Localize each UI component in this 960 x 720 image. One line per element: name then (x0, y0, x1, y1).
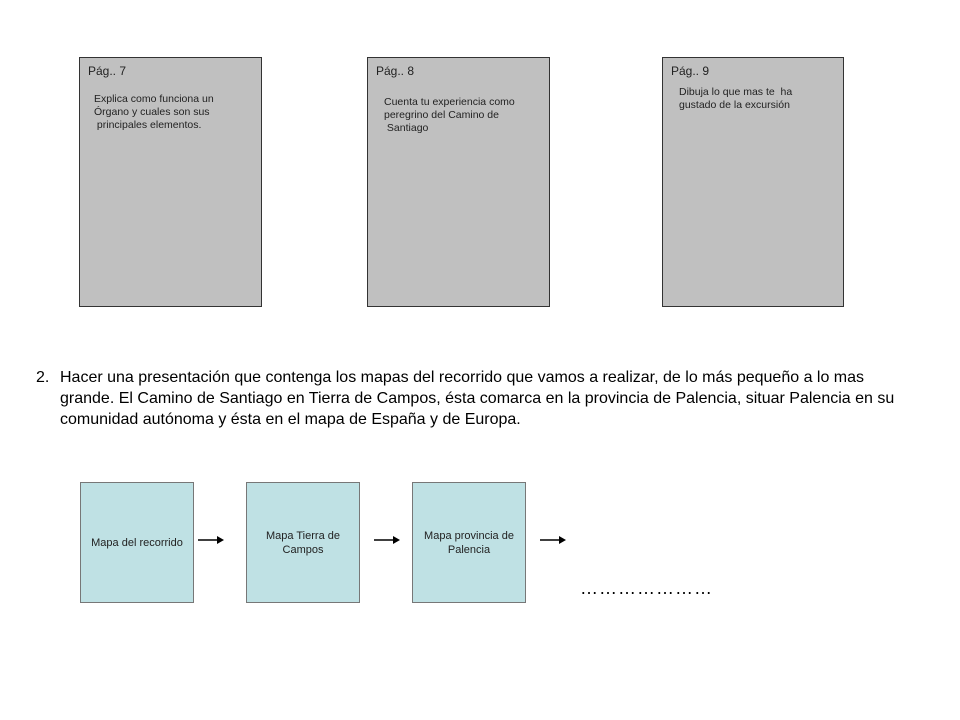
page-prompt-line: gustado de la excursión (679, 99, 790, 111)
page-prompt: Dibuja lo que mas te ha gustado de la ex… (679, 86, 792, 112)
map-box-recorrido: Mapa del recorrido (80, 482, 194, 603)
map-box-label: Mapa provincia de Palencia (424, 529, 514, 556)
continuation-ellipsis: ………………… (580, 578, 713, 598)
page-label: Pág.. 7 (88, 64, 127, 78)
page-prompt-line: Dibuja lo que mas te ha (679, 86, 793, 98)
right-arrow-icon (540, 536, 566, 544)
instruction-number: 2. (36, 369, 50, 386)
map-box-label: Mapa del recorrido (91, 536, 183, 549)
page-card-7: Pág.. 7 Explica como funciona un Órgano … (79, 57, 262, 307)
page-prompt: Cuenta tu experiencia como peregrino del… (384, 96, 515, 135)
page-card-9: Pág.. 9 Dibuja lo que mas te ha gustado … (662, 57, 844, 307)
page-label: Pág.. 9 (671, 64, 710, 78)
page-prompt-line: peregrino del Camino de (384, 109, 499, 121)
page-prompt-line: Órgano y cuales son sus (94, 106, 210, 118)
page-prompt-line: principales elementos. (94, 119, 202, 131)
page-prompt-line: Cuenta tu experiencia como (384, 96, 515, 108)
map-box-label: Mapa Tierra de Campos (266, 529, 340, 556)
map-box-tierra-de-campos: Mapa Tierra de Campos (246, 482, 360, 603)
page-prompt-line: Explica como funciona un (94, 93, 214, 105)
page-card-8: Pág.. 8 Cuenta tu experiencia como pereg… (367, 57, 550, 307)
page-label: Pág.. 8 (376, 64, 415, 78)
right-arrow-icon (374, 536, 400, 544)
page-prompt-line: Santiago (384, 122, 429, 134)
map-box-provincia-palencia: Mapa provincia de Palencia (412, 482, 526, 603)
right-arrow-icon (198, 536, 224, 544)
page-prompt: Explica como funciona un Órgano y cuales… (94, 93, 214, 132)
instruction-text: Hacer una presentación que contenga los … (60, 369, 895, 428)
